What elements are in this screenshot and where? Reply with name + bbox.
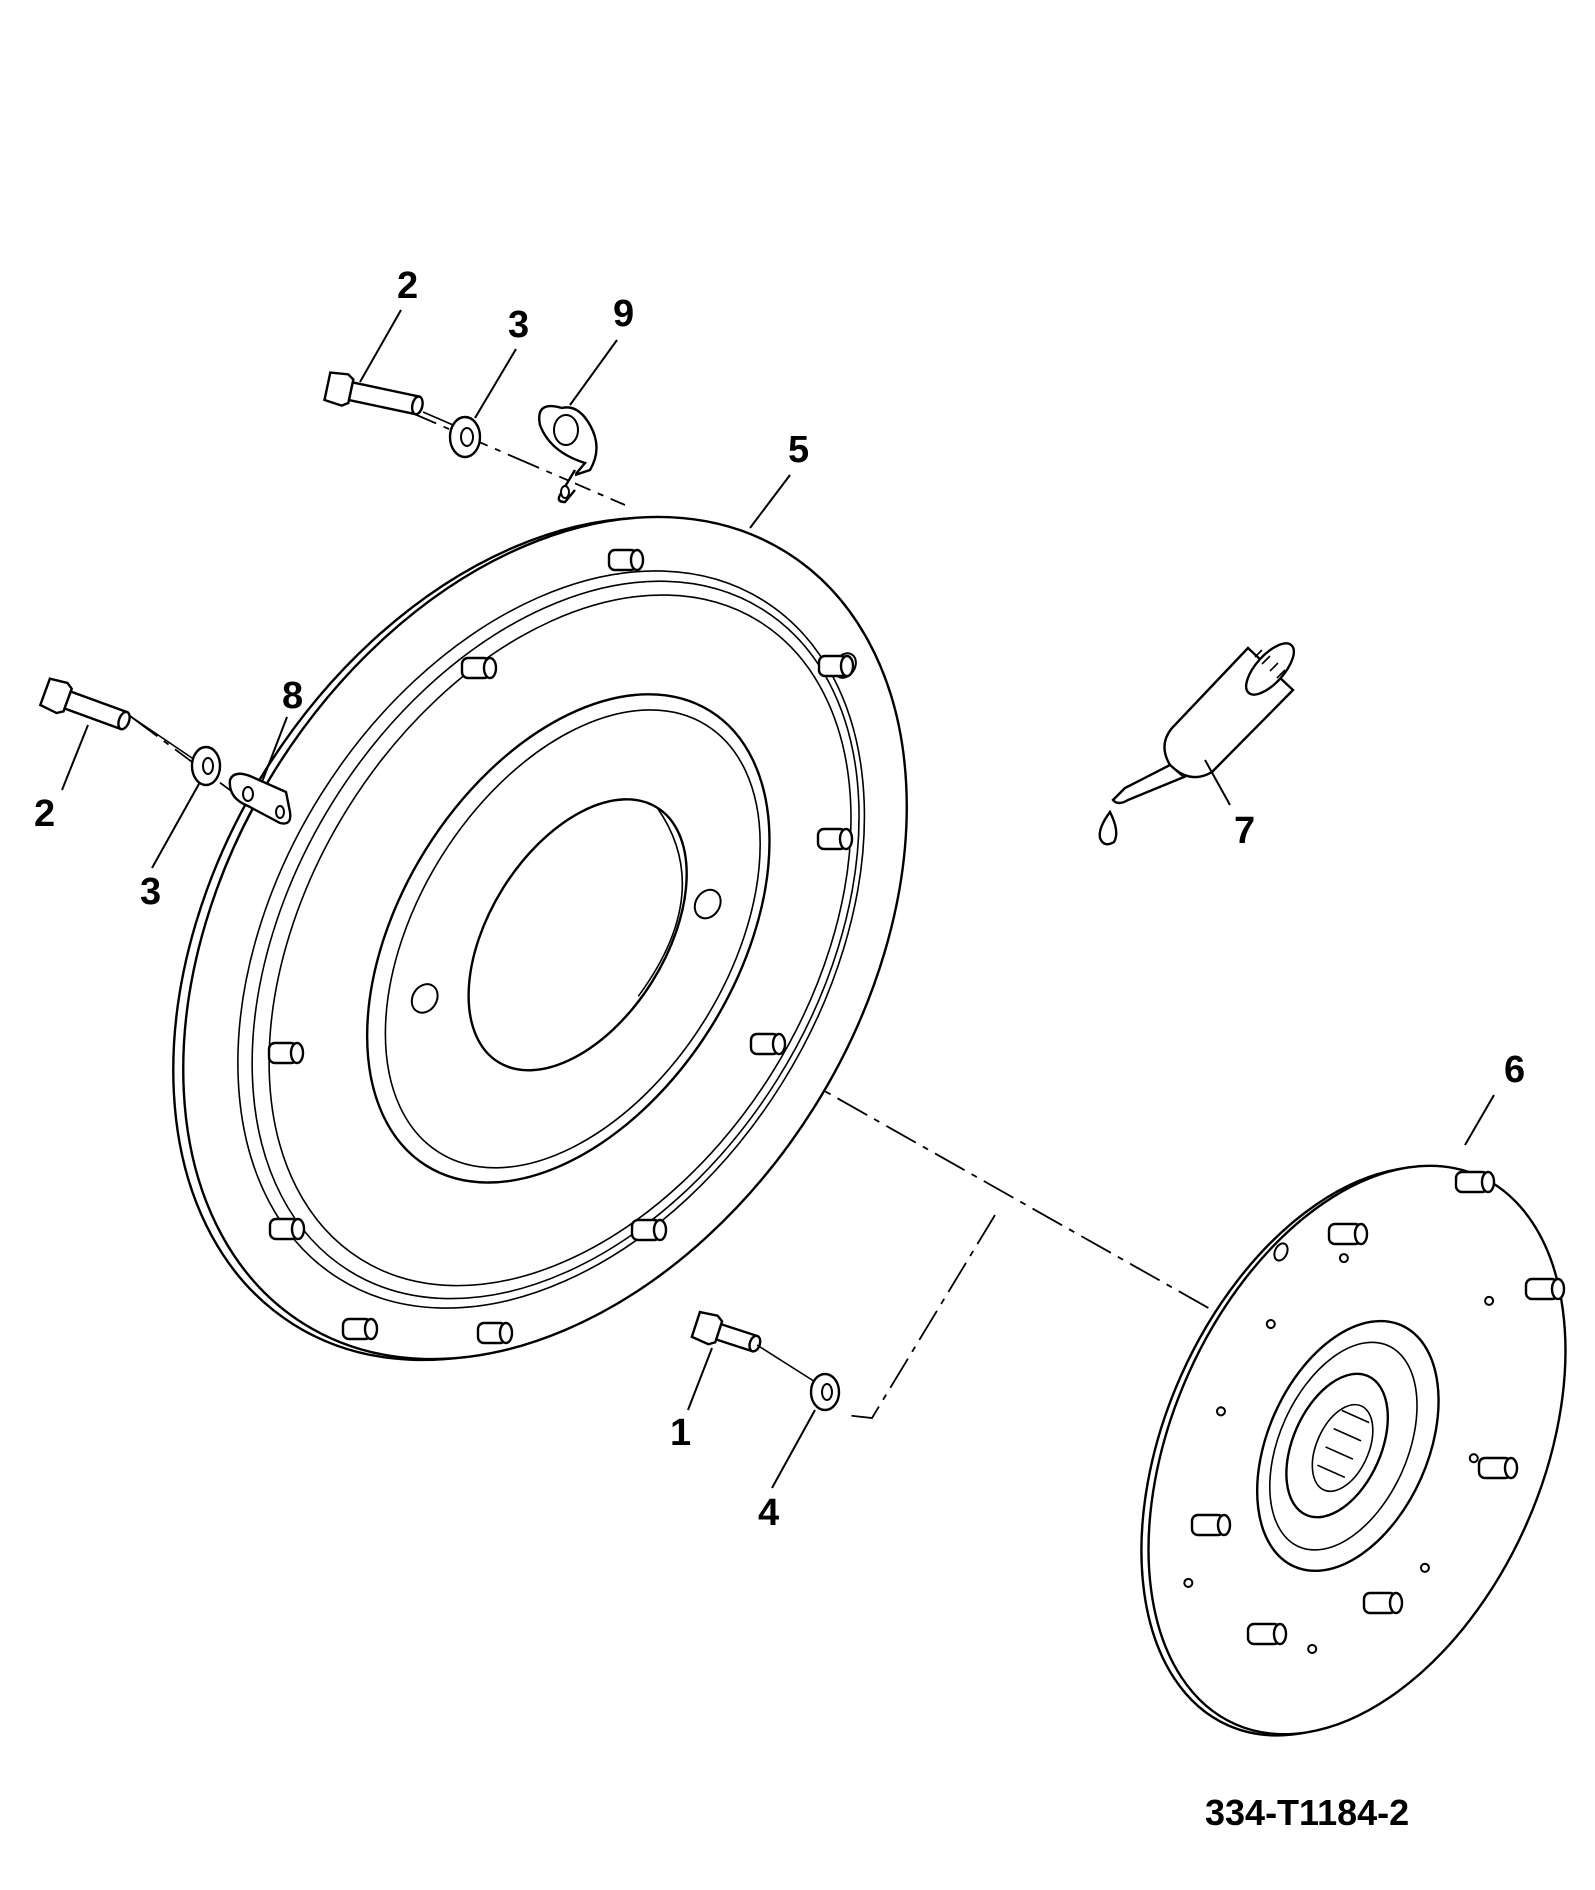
callout-9-p-clip: 9 [613, 293, 634, 335]
callout-3-top-washer: 3 [508, 304, 529, 346]
bolt-part-2-top [323, 371, 424, 416]
callout-2-left-bolt: 2 [34, 793, 55, 835]
bolt-part-2-left [38, 677, 131, 731]
housing-studs [267, 548, 855, 1345]
callout-2-top-bolt: 2 [397, 265, 418, 307]
callout-6-drive-plate: 6 [1504, 1049, 1525, 1091]
bracket-part-8 [228, 772, 292, 825]
callout-8-bracket: 8 [282, 675, 303, 717]
flywheel-housing-part-5 [172, 515, 908, 1362]
bolt-part-1 [690, 1310, 762, 1353]
callout-7-sealant: 7 [1234, 810, 1255, 852]
callout-leaders [61, 309, 1495, 1489]
sealant-tube-part-7 [1098, 642, 1296, 846]
figure-number: 334-T1184-2 [1205, 1792, 1409, 1833]
callout-5-housing: 5 [788, 429, 809, 471]
washer-part-3-left [190, 745, 222, 787]
p-clip-part-9 [538, 404, 598, 504]
callout-4-washer: 4 [758, 1492, 779, 1534]
drive-plate-part-6 [1140, 1164, 1567, 1737]
washer-part-3-top [448, 415, 482, 459]
drive-plate-studs [1190, 1170, 1566, 1646]
callout-3-left-washer: 3 [140, 871, 161, 913]
callout-labels: 2 3 9 5 8 2 3 7 6 1 4 [34, 265, 1525, 1534]
washer-part-4 [809, 1372, 841, 1412]
callout-1-bolt: 1 [670, 1412, 691, 1454]
